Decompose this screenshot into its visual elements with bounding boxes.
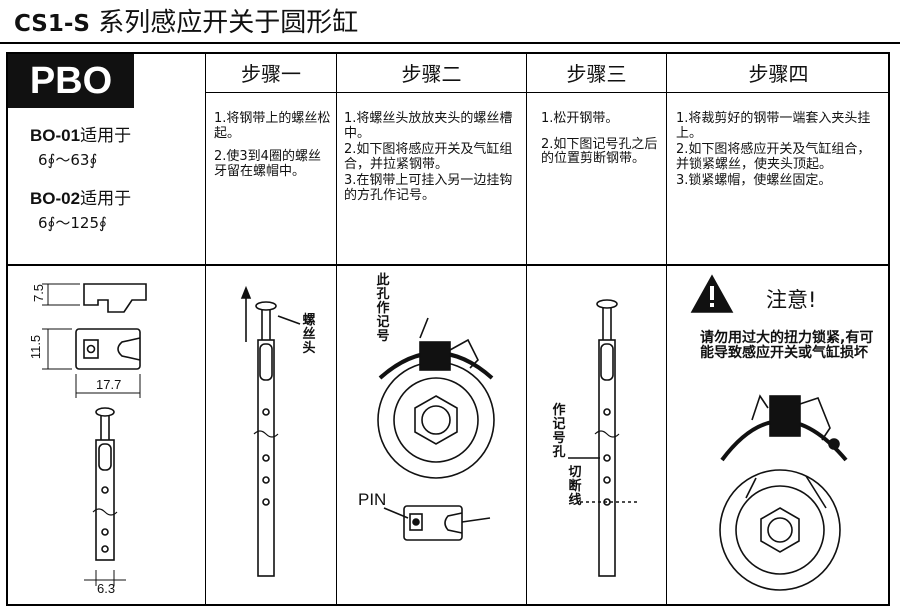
divider [526, 52, 527, 606]
divider [205, 52, 206, 606]
clip-top-view [75, 328, 141, 370]
step1-text: 1.将钢带上的螺丝松起。 2.使3到4圈的螺丝牙留在螺帽中。 [214, 111, 332, 188]
title-rule [0, 42, 900, 44]
step4-line: 1.将裁剪好的钢带一端套入夹头挂上。 [676, 111, 871, 141]
step4-line: 2.如下图将感应开关及气缸组合，并锁紧螺丝，使夹头顶起。 [676, 142, 871, 172]
page-title: CS1-S 系列感应开关于圆形缸 [14, 6, 358, 41]
dimension-lines [42, 283, 141, 586]
mark-hole-label: 作记号孔 [552, 403, 566, 460]
step2-title: 步骤二 [401, 62, 462, 86]
bo01-model: BO-01 [30, 126, 81, 145]
header-row-line [205, 92, 890, 93]
cylinder-drawing-step2 [377, 317, 495, 541]
this-hole-label: 此孔作记号 [376, 273, 390, 344]
bo02-spec: BO-02适用于 6∮～125∮ [30, 187, 131, 235]
pin-label: PIN [358, 490, 387, 509]
row-divider [6, 264, 890, 266]
step3-text: 1.松开钢带。 2.如下图记号孔之后的位置剪断钢带。 [541, 111, 659, 176]
dimension-d4: 6.3 [97, 581, 116, 596]
step2-line: 3.在钢带上可挂入另一边挂钩的方孔作记号。 [344, 173, 513, 203]
pbo-logo: PBO [8, 54, 134, 108]
step1-line: 2.使3到4圈的螺丝牙留在螺帽中。 [214, 149, 321, 179]
bo02-model: BO-02 [30, 189, 81, 208]
warning-title: 注意! [766, 288, 817, 312]
step1-line: 1.将钢带上的螺丝松起。 [214, 111, 331, 141]
dimension-d3: 17.7 [96, 377, 122, 392]
cut-line-label: 切断线 [568, 465, 582, 508]
bo01-suffix: 适用于 [80, 126, 132, 146]
step4-line: 3.锁紧螺帽，使螺丝固定。 [676, 173, 832, 188]
divider [336, 52, 337, 606]
warning-exclamation [710, 286, 714, 307]
strap-drawing-left [92, 407, 118, 561]
instruction-table [6, 52, 890, 606]
step2-line: 1.将螺丝头放放夹头的螺丝槽中。 [344, 111, 513, 141]
step4-title: 步骤四 [748, 62, 809, 86]
cylinder-drawing-step4 [719, 394, 848, 591]
bo02-range: 6∮～125∮ [38, 214, 107, 232]
step2-text: 1.将螺丝头放放夹头的螺丝槽中。 2.如下图将感应开关及气缸组合，并拉紧钢带。 … [344, 111, 520, 212]
step3-line: 1.松开钢带。 [541, 111, 619, 126]
bo01-spec: BO-01适用于 6∮～63∮ [30, 124, 131, 172]
warning-text: 请勿用过大的扭力锁紧,有可能导致感应开关或气缸损坏 [700, 330, 874, 361]
strap-drawing-step3 [568, 299, 640, 577]
screw-head-label: 螺丝头 [302, 313, 316, 356]
bo02-suffix: 适用于 [80, 189, 132, 209]
bo01-range: 6∮～63∮ [38, 151, 98, 169]
step2-line: 2.如下图将感应开关及气缸组合，并拉紧钢带。 [344, 142, 513, 172]
divider [666, 52, 667, 606]
dimension-d2: 11.5 [28, 334, 44, 360]
strap-drawing-step1 [240, 285, 301, 577]
product-code: CS1-S [14, 11, 90, 37]
dimension-d1: 7.5 [31, 283, 47, 303]
clip-pin-view [383, 505, 491, 541]
clip-side-view [83, 283, 147, 313]
title-text: 系列感应开关于圆形缸 [98, 8, 359, 38]
step1-title: 步骤一 [241, 62, 301, 86]
step3-title: 步骤三 [566, 62, 627, 86]
step4-text: 1.将裁剪好的钢带一端套入夹头挂上。 2.如下图将感应开关及气缸组合，并锁紧螺丝… [676, 111, 882, 198]
step3-line: 2.如下图记号孔之后的位置剪断钢带。 [541, 136, 658, 166]
